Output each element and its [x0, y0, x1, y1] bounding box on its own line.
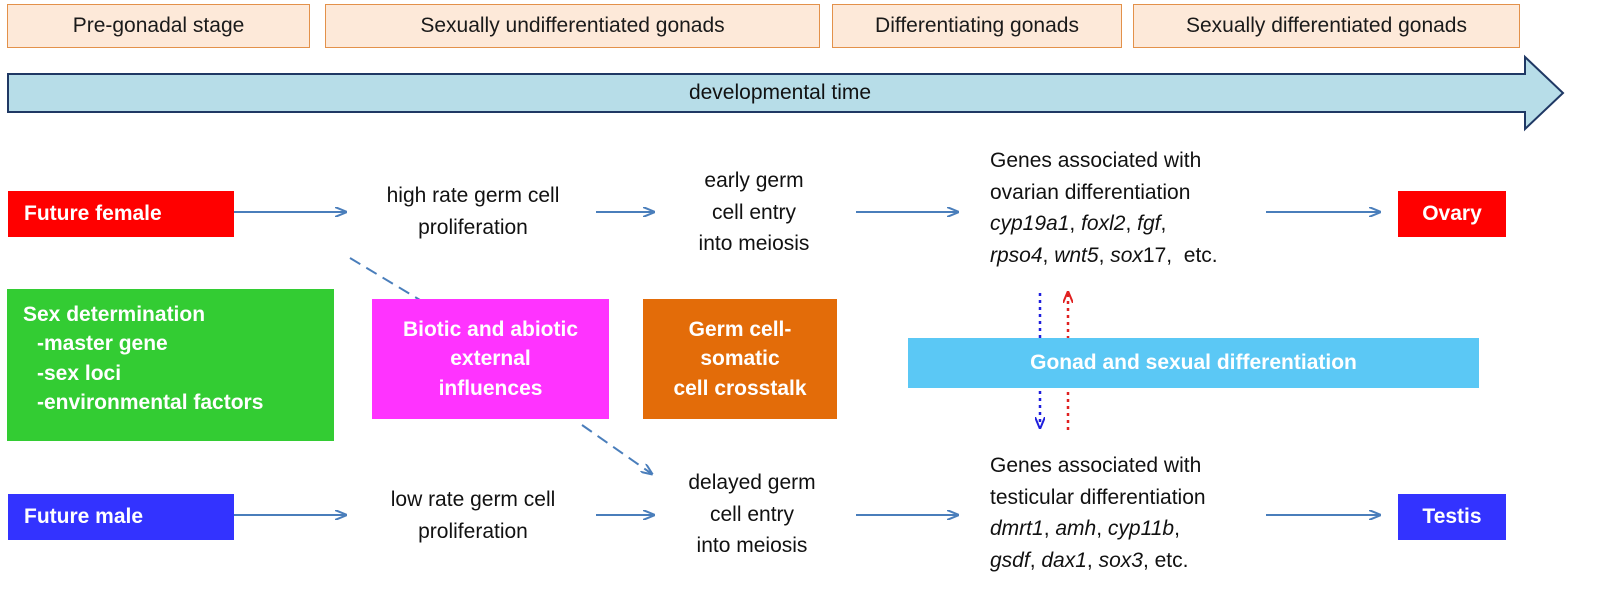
timeline-label: developmental time	[688, 81, 872, 104]
female-proliferation-text: high rate germ cell proliferation	[358, 180, 588, 243]
text-line: low rate germ cell	[390, 488, 556, 511]
text-line: cell entry	[709, 502, 795, 526]
gene-name: cyp11b	[1107, 517, 1175, 540]
text-line: early germ	[704, 169, 804, 192]
external-influences-line: external	[450, 347, 531, 371]
sex-determination-item: -environmental factors	[37, 391, 264, 415]
gene-list-tail: etc.	[1154, 548, 1189, 572]
future-male-label: Future male	[24, 505, 144, 528]
gene-name: amh	[1055, 517, 1097, 540]
text-line: cell entry	[711, 200, 797, 224]
male-proliferation-text: low rate germ cell proliferation	[358, 484, 588, 547]
gene-name: gsdf	[990, 548, 1030, 572]
stage-differentiated: Sexually differentiated gonads	[1133, 4, 1520, 48]
gene-name: dmrt1	[990, 517, 1044, 540]
text-line: proliferation	[418, 215, 528, 239]
testis-label: Testis	[1422, 505, 1482, 528]
timeline-arrow	[7, 54, 1565, 132]
crosstalk-box: Germ cell- somatic cell crosstalk	[643, 299, 837, 419]
sex-determination-box: Sex determination -master gene -sex loci…	[7, 289, 334, 441]
sex-determination-title: Sex determination	[23, 303, 206, 326]
gene-list-line: gsdf, dax1, sox3, etc.	[990, 548, 1189, 572]
text-line: Genes associated with	[990, 149, 1202, 172]
gene-number: 17	[1142, 243, 1167, 267]
ovarian-genes-text: Genes associated with ovarian differenti…	[990, 145, 1280, 271]
testis-box: Testis	[1398, 494, 1506, 540]
gene-name: fgf	[1137, 212, 1161, 235]
future-male-box: Future male	[8, 494, 234, 540]
sex-determination-item: -master gene	[37, 332, 168, 356]
gene-list-line: rpso4, wnt5, sox17, etc.	[990, 243, 1218, 267]
influence-dashed-upper	[349, 257, 421, 301]
gonad-differentiation-bar: Gonad and sexual differentiation	[908, 338, 1479, 388]
gonad-differentiation-label: Gonad and sexual differentiation	[1030, 351, 1357, 374]
text-line: into meiosis	[696, 534, 808, 557]
crosstalk-line: Germ cell-	[688, 317, 792, 341]
external-influences-line: Biotic and abiotic	[402, 317, 578, 341]
gene-name: wnt5	[1054, 243, 1099, 267]
sex-determination-item: -sex loci	[37, 361, 122, 385]
crosstalk-line: cell crosstalk	[673, 376, 807, 400]
gene-name: cyp19a1	[990, 212, 1070, 235]
external-influences-line: influences	[438, 376, 543, 400]
text-line: delayed germ	[688, 471, 816, 494]
text-line: into meiosis	[698, 232, 810, 255]
gene-name: dax1	[1041, 548, 1087, 572]
text-line: ovarian differentiation	[990, 180, 1191, 204]
text-line: Genes associated with	[990, 454, 1202, 477]
gene-list-line: cyp19a1, foxl2, fgf,	[990, 212, 1167, 235]
stage-undifferentiated: Sexually undifferentiated gonads	[325, 4, 820, 48]
gene-name: rpso4	[990, 243, 1043, 267]
gene-name: sox	[1110, 243, 1143, 267]
gene-name: sox3	[1098, 548, 1143, 572]
stage-differentiating: Differentiating gonads	[832, 4, 1122, 48]
gene-list-tail: etc.	[1183, 243, 1218, 267]
stage-pre-gonadal: Pre-gonadal stage	[7, 4, 310, 48]
ovary-box: Ovary	[1398, 191, 1506, 237]
influence-dashed-lower	[581, 424, 652, 474]
ovary-label: Ovary	[1422, 202, 1482, 225]
text-line: high rate germ cell	[386, 184, 560, 207]
gene-list-line: dmrt1, amh, cyp11b,	[990, 517, 1180, 540]
female-meiosis-text: early germ cell entry into meiosis	[664, 165, 844, 260]
gene-name: foxl2	[1081, 212, 1126, 235]
text-line: proliferation	[418, 519, 528, 543]
external-influences-box: Biotic and abiotic external influences	[372, 299, 609, 419]
text-line: testicular differentiation	[990, 485, 1206, 509]
future-female-box: Future female	[8, 191, 234, 237]
testicular-genes-text: Genes associated with testicular differe…	[990, 450, 1280, 576]
future-female-label: Future female	[24, 202, 162, 225]
male-meiosis-text: delayed germ cell entry into meiosis	[652, 467, 852, 562]
crosstalk-line: somatic	[700, 347, 780, 371]
